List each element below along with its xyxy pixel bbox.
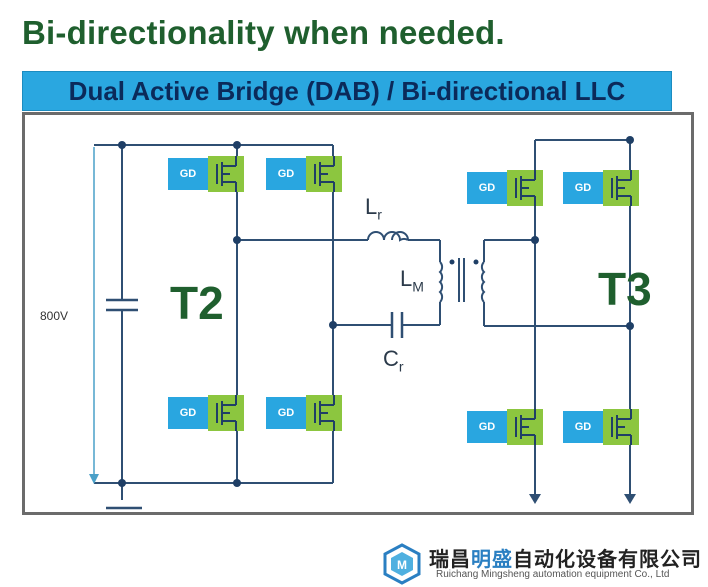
node [118, 479, 126, 487]
mosfet-icon [603, 409, 639, 445]
gate-driver-switch: GD [467, 409, 543, 445]
secondary-winding [480, 261, 486, 303]
mosfet-icon [208, 395, 244, 431]
mosfet-icon [306, 395, 342, 431]
diagram-frame [22, 112, 694, 515]
transformer-dot-1 [449, 259, 455, 265]
gate-driver: GD [467, 411, 507, 443]
mosfet-icon [603, 170, 639, 206]
node [626, 136, 634, 144]
voltage-arrow-head [89, 474, 99, 484]
gate-driver: GD [168, 397, 208, 429]
node [329, 321, 337, 329]
gate-driver-switch: GD [266, 395, 342, 431]
company-logo-icon: M [383, 543, 421, 585]
transformer-dot-2 [473, 259, 479, 265]
gate-driver: GD [563, 411, 603, 443]
gate-driver-switch: GD [563, 170, 639, 206]
output-arrow-left [529, 494, 541, 504]
node [233, 236, 241, 244]
node [233, 479, 241, 487]
gate-driver: GD [266, 397, 306, 429]
mosfet-icon [507, 409, 543, 445]
gate-driver-switch: GD [168, 156, 244, 192]
gate-driver-switch: GD [563, 409, 639, 445]
company-watermark: M 瑞昌明盛自动化设备有限公司 Ruichang Mingsheng autom… [382, 541, 708, 587]
dc-voltage-label: 800V [40, 309, 69, 323]
node [233, 141, 241, 149]
gate-driver: GD [467, 172, 507, 204]
mosfet-icon [208, 156, 244, 192]
node [118, 141, 126, 149]
inductor-label: Lr [365, 194, 382, 223]
gate-driver: GD [563, 172, 603, 204]
company-name-zh: 瑞昌明盛自动化设备有限公司 [429, 547, 702, 571]
svg-text:M: M [397, 558, 407, 572]
magnetizing-label: LM [400, 266, 424, 295]
topology-banner: Dual Active Bridge (DAB) / Bi-directiona… [22, 71, 672, 111]
mosfet-icon [306, 156, 342, 192]
node [626, 322, 634, 330]
resonant-inductor [367, 231, 409, 242]
mosfet-icon [507, 170, 543, 206]
gate-driver-switch: GD [168, 395, 244, 431]
capacitor-label: Cr [383, 346, 404, 375]
gate-driver-switch: GD [266, 156, 342, 192]
bridge-label-t3: T3 [598, 263, 652, 315]
node [531, 236, 539, 244]
output-arrow-right [624, 494, 636, 504]
page-title: Bi-directionality when needed. [22, 14, 505, 51]
magnetizing-inductor [438, 261, 444, 303]
gate-driver: GD [168, 158, 208, 190]
gate-driver: GD [266, 158, 306, 190]
bridge-label-t2: T2 [170, 277, 224, 329]
company-name-en: Ruichang Mingsheng automation equipment … [436, 569, 670, 580]
gate-driver-switch: GD [467, 170, 543, 206]
